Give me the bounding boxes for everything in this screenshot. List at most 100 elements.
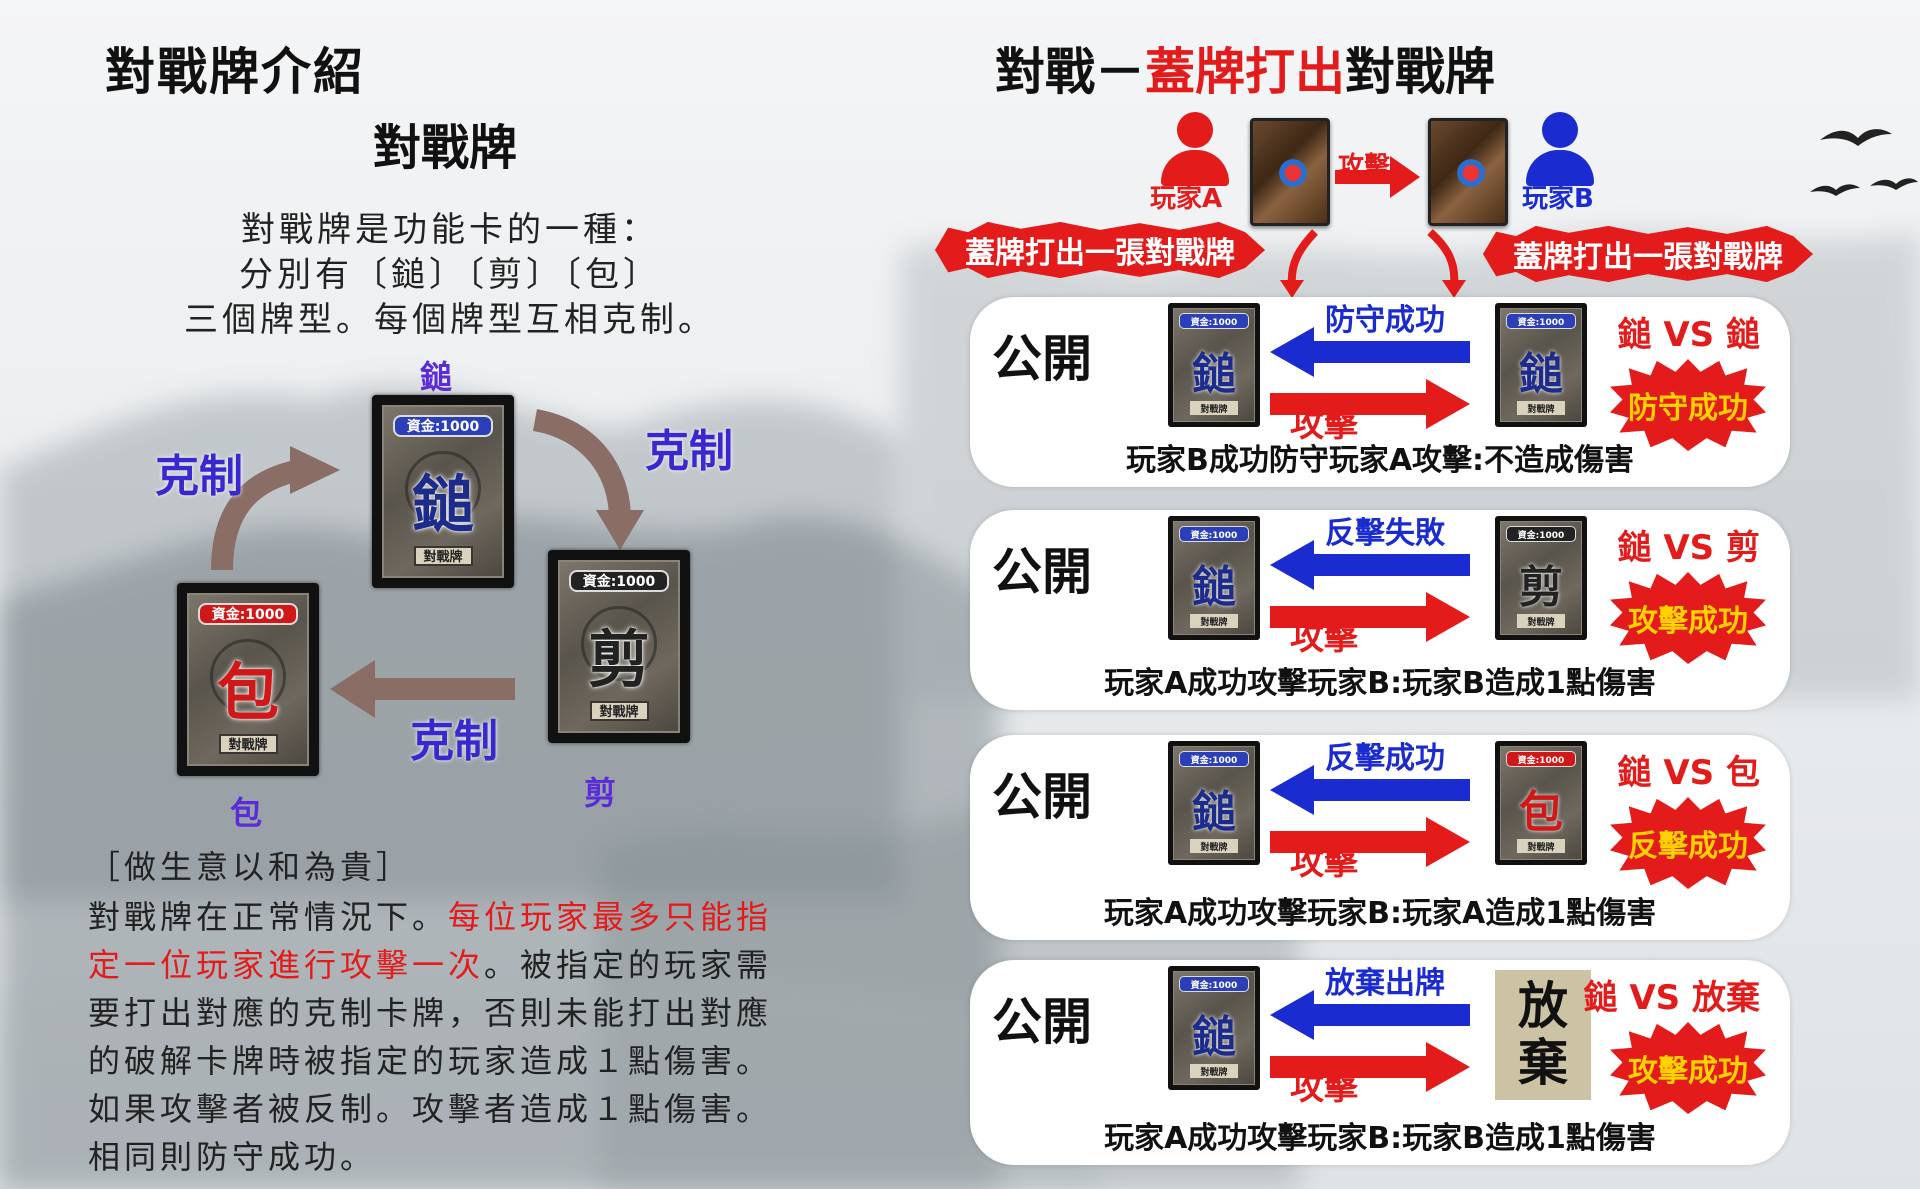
card-label-hammer: 鎚 <box>420 358 453 396</box>
intro-line-1: 對戰牌是功能卡的一種： <box>241 210 659 250</box>
player-a-label: 玩家A <box>1150 184 1223 214</box>
public-label: 公開 <box>992 768 1092 826</box>
rules-highlight: 定一位玩家進行攻擊一次 <box>88 946 485 984</box>
card-heading: 對戰牌 <box>373 120 518 176</box>
rules-text: 對戰牌在正常情況下。 <box>88 898 449 936</box>
revealed-card-a: 資金:1000 鎚 對戰牌 <box>1168 516 1260 640</box>
title-highlight: 蓋牌打出 <box>1145 43 1345 101</box>
defense-result-label: 防守成功 <box>1325 303 1445 338</box>
card-footer: 對戰牌 <box>1190 1063 1238 1079</box>
face-down-card-b <box>1428 118 1508 226</box>
rules-line-2: 定一位玩家進行攻擊一次。被指定的玩家需 <box>88 940 772 986</box>
card-footer: 對戰牌 <box>1517 838 1565 854</box>
card-badge: 資金:1000 <box>1178 313 1250 330</box>
card-footer: 對戰牌 <box>1190 400 1238 416</box>
revealed-card-b: 資金:1000 鎚 對戰牌 <box>1495 303 1587 427</box>
revealed-card-b: 資金:1000 剪 對戰牌 <box>1495 516 1587 640</box>
title-part: 對戰－ <box>995 43 1145 101</box>
proverb: ［做生意以和為貴］ <box>88 848 413 886</box>
result-burst: 攻擊成功 <box>1610 572 1766 664</box>
exchange-arrows <box>1270 990 1470 1092</box>
defense-result-label: 反擊失敗 <box>1325 516 1445 551</box>
counter-label-left: 克制 <box>155 451 243 502</box>
card-glyph: 鎚 <box>1192 349 1236 401</box>
banner-player-b: 蓋牌打出一張對戰牌 <box>1483 226 1813 282</box>
result-caption: 玩家A成功攻擊玩家B:玩家B造成1點傷害 <box>1104 666 1656 701</box>
give-up-char: 放 <box>1518 976 1568 1035</box>
result-panel: 公開 資金:1000 鎚 對戰牌 反擊失敗 攻擊 資金:1000 剪 對戰牌 鎚… <box>970 510 1790 710</box>
rules-line-5: 如果攻擊者被反制。攻擊者造成１點傷害。 <box>88 1090 773 1128</box>
card-glyph: 鎚 <box>411 468 474 542</box>
arrow-head-down <box>596 510 644 550</box>
result-burst: 反擊成功 <box>1610 797 1766 889</box>
rules-line-4: 的破解卡牌時被指定的玩家造成１點傷害。 <box>88 1042 773 1080</box>
card-label-paper: 包 <box>230 794 263 832</box>
attack-label: 攻擊 <box>1290 843 1358 883</box>
card-footer: 對戰牌 <box>1190 613 1238 629</box>
attack-label: 攻擊 <box>1290 1068 1358 1108</box>
arrow-hammer-to-scissors <box>532 409 631 521</box>
arrow-head-right <box>290 446 340 494</box>
card-badge: 資金:1000 <box>1178 751 1250 768</box>
result-caption: 玩家B成功防守玩家A攻擊:不造成傷害 <box>1125 443 1635 478</box>
revealed-card-a: 資金:1000 鎚 對戰牌 <box>1168 303 1260 427</box>
card-badge: 資金:1000 <box>393 415 493 438</box>
card-badge: 資金:1000 <box>1505 751 1577 768</box>
intro-line-3: 三個牌型。每個牌型互相克制。 <box>184 300 716 340</box>
card-footer: 對戰牌 <box>218 733 278 754</box>
card-glyph: 剪 <box>587 623 650 697</box>
banner-player-a: 蓋牌打出一張對戰牌 <box>935 222 1265 278</box>
player-a-avatar-icon <box>1155 112 1235 192</box>
public-label: 公開 <box>992 330 1092 388</box>
card-badge: 資金:1000 <box>1505 526 1577 543</box>
result-panel: 公開 資金:1000 鎚 對戰牌 防守成功 攻擊 資金:1000 鎚 對戰牌 鎚… <box>970 297 1790 487</box>
card-badge: 資金:1000 <box>1178 976 1250 993</box>
card-glyph: 鎚 <box>1192 562 1236 614</box>
exchange-arrows <box>1270 765 1470 867</box>
card-glyph: 包 <box>1519 787 1563 839</box>
player-b-label: 玩家B <box>1522 184 1594 214</box>
matchup-label: 鎚 VS 鎚 <box>1617 315 1760 355</box>
card-badge: 資金:1000 <box>1505 313 1577 330</box>
give-up-char: 棄 <box>1518 1034 1568 1092</box>
title-part: 對戰牌 <box>1345 43 1495 101</box>
counter-label-right: 克制 <box>645 426 733 477</box>
scissors-card: 資金:1000 剪 對戰牌 <box>548 550 690 743</box>
bird-icon <box>1810 129 1918 196</box>
left-title: 對戰牌介紹 <box>105 43 365 101</box>
result-panel: 公開 資金:1000 鎚 對戰牌 反擊成功 攻擊 資金:1000 包 對戰牌 鎚… <box>970 735 1790 940</box>
rules-line-6: 相同則防守成功。 <box>88 1138 377 1176</box>
counter-label-bottom: 克制 <box>410 716 498 767</box>
defense-result-label: 反擊成功 <box>1325 741 1445 776</box>
arrow-head-left <box>330 660 375 718</box>
reveal-arrows <box>1280 229 1466 298</box>
card-footer: 對戰牌 <box>1190 838 1238 854</box>
revealed-card-b: 資金:1000 包 對戰牌 <box>1495 741 1587 865</box>
arrow-scissors-to-paper <box>370 678 515 700</box>
card-glyph: 剪 <box>1519 562 1563 614</box>
card-glyph: 鎚 <box>1519 349 1563 401</box>
intro-line-2: 分別有〔鎚〕〔剪〕〔包〕 <box>239 255 661 295</box>
revealed-card-a: 資金:1000 鎚 對戰牌 <box>1168 741 1260 865</box>
result-panel: 公開 資金:1000 鎚 對戰牌 放棄出牌 攻擊 放 棄 鎚 VS 放棄 攻擊成… <box>970 960 1790 1165</box>
rules-highlight: 每位玩家最多只能指 <box>448 898 773 936</box>
card-badge: 資金:1000 <box>198 603 298 626</box>
paper-card: 資金:1000 包 對戰牌 <box>177 583 319 776</box>
public-label: 公開 <box>992 543 1092 601</box>
rules-line-1: 對戰牌在正常情況下。每位玩家最多只能指 <box>88 892 772 938</box>
result-caption: 玩家A成功攻擊玩家B:玩家B造成1點傷害 <box>1104 1121 1656 1156</box>
matchup-label: 鎚 VS 包 <box>1617 753 1760 793</box>
matchup-label: 鎚 VS 放棄 <box>1583 978 1760 1018</box>
attack-label-top: 攻擊 <box>1338 152 1391 182</box>
card-footer: 對戰牌 <box>589 700 649 721</box>
defense-result-label: 放棄出牌 <box>1325 966 1445 1001</box>
right-title: 對戰－蓋牌打出對戰牌 <box>995 32 1495 104</box>
hammer-card: 資金:1000 鎚 對戰牌 <box>372 395 514 588</box>
result-caption: 玩家A成功攻擊玩家B:玩家A造成1點傷害 <box>1103 896 1657 931</box>
rules-line-3: 要打出對應的克制卡牌，否則未能打出對應 <box>88 994 773 1032</box>
card-glyph: 鎚 <box>1192 1012 1236 1064</box>
attack-arrow-icon <box>1335 156 1420 198</box>
card-footer: 對戰牌 <box>1517 613 1565 629</box>
face-down-card-a <box>1250 118 1330 226</box>
attack-label: 攻擊 <box>1290 618 1358 658</box>
